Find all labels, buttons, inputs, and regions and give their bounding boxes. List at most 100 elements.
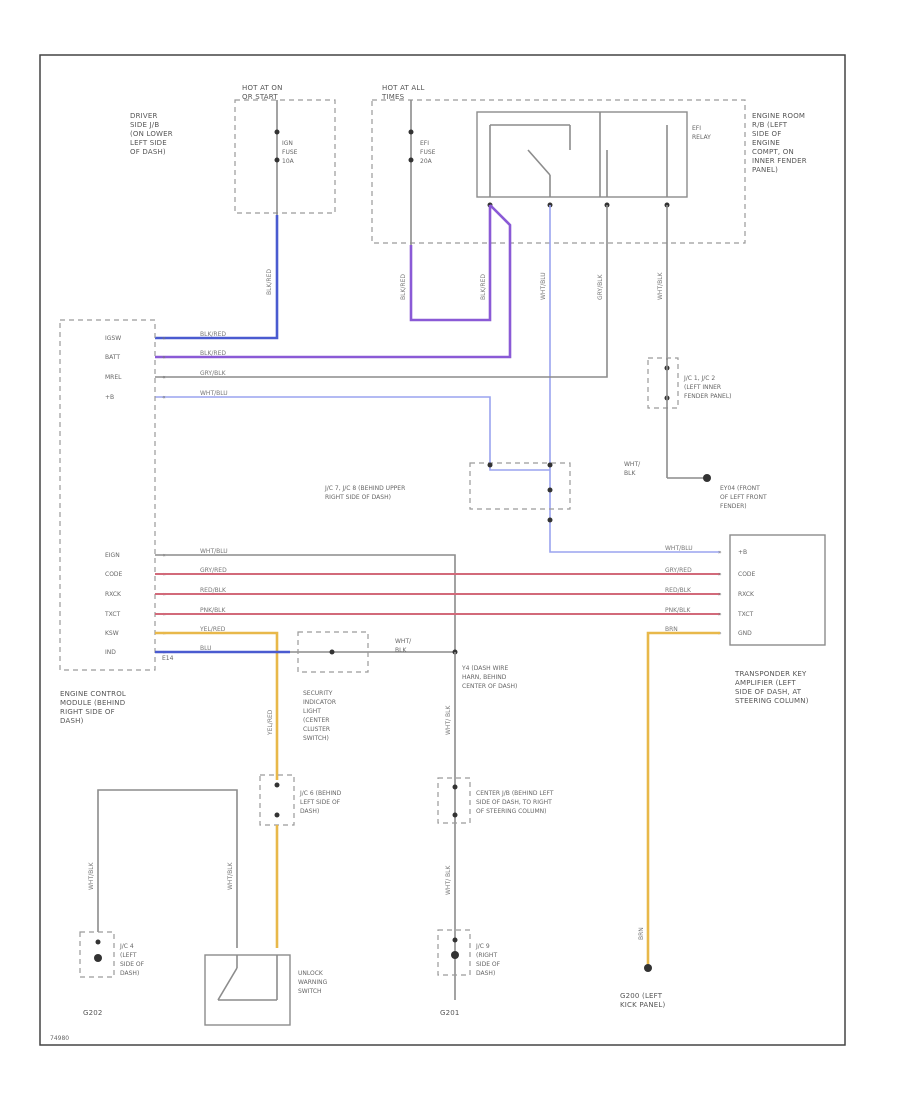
wire-label-brn-low: BRN (638, 927, 645, 940)
wire-label-unlock-left: WHT/BLK (88, 861, 95, 890)
transponder-wire-color-0: WHT/BLU (665, 545, 693, 552)
center-jb-box (437, 777, 471, 824)
unlock-switch-arm (217, 967, 238, 1001)
wire-label-center-low: WHT/ BLK (445, 865, 452, 895)
jc9-box (437, 929, 471, 976)
wire-label-relay-wb: WHT/BLK (657, 271, 664, 300)
jc7-node (487, 462, 493, 468)
jc9-ground-node (451, 951, 459, 959)
jc6-bottom-node (274, 812, 280, 818)
wire-relay-plusb (549, 205, 720, 553)
ecm-pin-ksw: KSW (105, 630, 119, 637)
transponder-wire-color-2: RED/BLK (665, 587, 692, 594)
ecm-pin-rxck: RXCK (105, 591, 122, 598)
jc4-top-node (95, 939, 101, 945)
ecm-pin-mrel: MREL (105, 374, 122, 381)
jc6-top-node (274, 782, 280, 788)
wire-label-center: WHT/ BLK (445, 705, 452, 735)
ecm-wire-color-5: GRY/RED (200, 567, 227, 574)
wire-label-efi-left: BLK/RED (400, 274, 407, 300)
ecm-wire-color-6: RED/BLK (200, 587, 227, 594)
relay-switch-arm (527, 149, 551, 176)
ecm-wire-color-3: WHT/BLU (200, 390, 228, 397)
ground-g200-node (644, 964, 652, 972)
jc1-jc2-box (647, 357, 679, 409)
jc4-box (79, 931, 115, 978)
wht-blk-security-label: WHT/BLK (395, 638, 412, 654)
ecm-pin-batt: BATT (105, 354, 120, 361)
transponder-pin-arrow: » (718, 549, 722, 556)
wht-blk-ground-label: WHT/BLK (624, 461, 641, 477)
transponder-wire-color-4: BRN (665, 626, 678, 633)
ecm-pin-eign: EIGN (105, 552, 120, 559)
ecm-wire-color-7: PNK/BLK (200, 607, 227, 614)
ign-fuse-top-node (274, 129, 280, 135)
ecm-wire-color-1: BLK/RED (200, 350, 226, 357)
center-jb-bottom-node (452, 812, 458, 818)
center-jb-top-node (452, 784, 458, 790)
wire-label-efi-loop: BLK/RED (480, 274, 487, 300)
transponder-box (729, 534, 826, 646)
efi-fuse-bottom-node (408, 157, 414, 163)
wire-ksw (155, 631, 279, 780)
ecm-wire-labels: BLK/RED«BLK/RED«GRY/BLK«WHT/BLU«WHT/BLU«… (162, 331, 228, 656)
ecm-wire-color-4: WHT/BLU (200, 548, 228, 555)
unlock-warning-switch-box (204, 954, 291, 1026)
wire-ign-igsw (155, 215, 279, 340)
jc8-node-a (547, 462, 553, 468)
ecm-pin-arrow: « (162, 374, 166, 381)
transponder-wire-color-1: GRY/RED (665, 567, 692, 574)
diagram-code: 74980 (50, 1035, 69, 1042)
ecm-wire-color-8: YEL/RED (199, 626, 226, 633)
transponder-pin-arrow: » (718, 591, 722, 598)
ecm-wire-color-0: BLK/RED (200, 331, 226, 338)
efi-relay-box (476, 111, 688, 198)
transponder-pin-plusb: +B (738, 549, 747, 556)
transponder-pin-txct: TXCT (737, 611, 754, 618)
jc8-node-b (547, 487, 553, 493)
ecm-pin-ind: IND (105, 649, 116, 656)
wire-unlock-ground-loop (97, 789, 238, 948)
security-indicator-node (329, 649, 335, 655)
g202-label: G202 (83, 1009, 103, 1017)
transponder-pin-code: CODE (738, 571, 756, 578)
transponder-pin-arrow: » (718, 611, 722, 618)
wire-label-ign: BLK/RED (266, 269, 273, 295)
security-indicator-box (297, 631, 369, 673)
ecm-pin-arrow: « (162, 354, 166, 361)
ecm-pin-txct: TXCT (104, 611, 121, 618)
transponder-pin-arrow: » (718, 571, 722, 578)
g201-label: G201 (440, 1009, 460, 1017)
jc4-ground-node (94, 954, 102, 962)
ground-ey04-node (703, 474, 711, 482)
wire-gnd-brn (646, 631, 720, 965)
wire-efi-loop (409, 205, 492, 322)
ecm-pin-code: CODE (105, 571, 123, 578)
ecm-connector-code: E14 (162, 655, 174, 662)
transponder-pin-gnd: GND (738, 630, 752, 637)
wire-relay-mrel (155, 205, 608, 378)
wire-efi-batt (155, 204, 512, 359)
wire-label-unlock-right: WHT/BLK (227, 861, 234, 890)
